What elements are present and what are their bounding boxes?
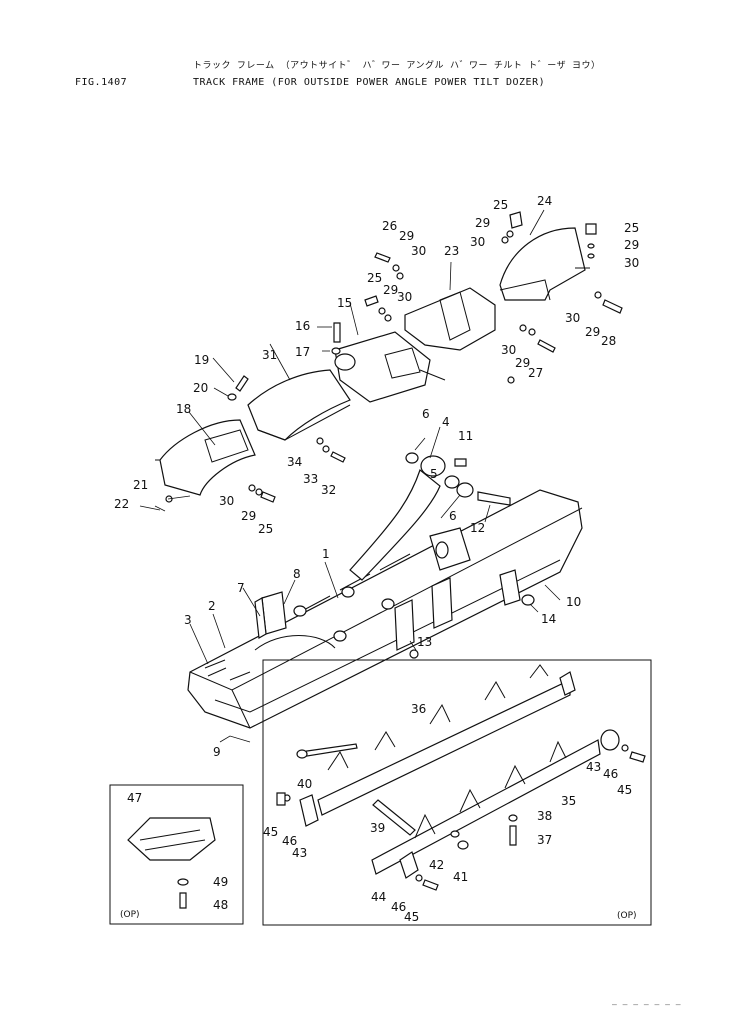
page-title: TRACK FRAME (FOR OUTSIDE POWER ANGLE POW… [193, 77, 546, 88]
callout-30f: 30 [565, 311, 580, 325]
callout-47: 47 [127, 791, 142, 805]
callout-33: 33 [303, 472, 318, 486]
callout-39: 39 [370, 821, 385, 835]
callout-6b: 6 [449, 509, 457, 523]
option-tag-inset: (OP) [120, 910, 140, 920]
callout-30c: 30 [411, 244, 426, 258]
callout-25a: 25 [493, 198, 508, 212]
callout-19: 19 [194, 353, 209, 367]
callout-labels: 1 2 3 4 5 6 6 7 8 9 10 11 12 13 14 15 16… [114, 194, 639, 924]
callout-31: 31 [262, 348, 277, 362]
callout-32: 32 [321, 483, 336, 497]
callout-21: 21 [133, 478, 148, 492]
figure-number: FIG.1407 [75, 77, 128, 88]
callout-30d: 30 [397, 290, 412, 304]
japanese-title: トラック フレーム （アウトサイト゛ ハ゛ワー アングル ハ゛ワー チルト ト゛… [193, 61, 601, 71]
callout-46c: 46 [391, 900, 406, 914]
cover-24 [499, 227, 590, 301]
callout-45c: 45 [404, 910, 419, 924]
callout-29c: 29 [399, 229, 414, 243]
callout-29g: 29 [241, 509, 256, 523]
track-guard-35 [371, 739, 601, 875]
callout-34: 34 [287, 455, 302, 469]
guard-bolt-40 [296, 743, 358, 759]
callout-9: 9 [213, 745, 221, 759]
callout-6a: 6 [422, 407, 430, 421]
callout-20: 20 [193, 381, 208, 395]
callout-17: 17 [295, 345, 310, 359]
callout-43a: 43 [292, 846, 307, 860]
callout-16: 16 [295, 319, 310, 333]
callout-38: 38 [537, 809, 552, 823]
callout-25c: 25 [367, 271, 382, 285]
plate-43-right [600, 729, 620, 751]
hardware [165, 211, 646, 891]
callout-36: 36 [411, 702, 426, 716]
callout-35: 35 [561, 794, 576, 808]
cover-18 [155, 419, 256, 496]
callout-4: 4 [442, 415, 450, 429]
callout-30b: 30 [624, 256, 639, 270]
callout-48: 48 [213, 898, 228, 912]
pin-39 [372, 799, 416, 836]
callout-7: 7 [237, 581, 245, 595]
callout-2: 2 [208, 599, 216, 613]
cover-31 [247, 369, 351, 441]
callout-11: 11 [458, 429, 473, 443]
bracket-23 [404, 287, 496, 351]
callout-1: 1 [322, 547, 330, 561]
callout-25d: 25 [258, 522, 273, 536]
callout-37: 37 [537, 833, 552, 847]
callout-30a: 30 [470, 235, 485, 249]
callout-45a: 45 [263, 825, 278, 839]
callout-46b: 46 [603, 767, 618, 781]
plate-43-left [299, 794, 319, 827]
leader-lines [139, 209, 561, 743]
callout-45b: 45 [617, 783, 632, 797]
callout-49: 49 [213, 875, 228, 889]
callout-29b: 29 [624, 238, 639, 252]
washer-49 [177, 878, 189, 886]
callout-18: 18 [176, 402, 191, 416]
callout-23: 23 [444, 244, 459, 258]
callout-8: 8 [293, 567, 301, 581]
callout-25b: 25 [624, 221, 639, 235]
callout-22: 22 [114, 497, 129, 511]
callout-12: 12 [470, 521, 485, 535]
callout-27: 27 [528, 366, 543, 380]
callout-26: 26 [382, 219, 397, 233]
callout-13: 13 [417, 635, 432, 649]
track-guard-36 [317, 664, 576, 816]
callout-44: 44 [371, 890, 386, 904]
track-frame-1 [187, 489, 583, 729]
callout-29d: 29 [383, 283, 398, 297]
footer-code: — — — — — — — [612, 1000, 682, 1009]
option-tag-guards: (OP) [617, 911, 637, 921]
callout-46a: 46 [282, 834, 297, 848]
guard-option-box [262, 659, 652, 926]
callout-15: 15 [337, 296, 352, 310]
callout-14: 14 [541, 612, 556, 626]
callout-40: 40 [297, 777, 312, 791]
callout-3: 3 [184, 613, 192, 627]
callout-41: 41 [453, 870, 468, 884]
bolt-48 [179, 892, 187, 909]
callout-5: 5 [430, 467, 438, 481]
callout-10: 10 [566, 595, 581, 609]
callout-29a: 29 [475, 216, 490, 230]
callout-29f: 29 [585, 325, 600, 339]
callout-42: 42 [429, 858, 444, 872]
callout-24: 24 [537, 194, 552, 208]
support-arm-4 [349, 452, 511, 581]
callout-28: 28 [601, 334, 616, 348]
guard-47 [127, 817, 216, 861]
callout-30e: 30 [501, 343, 516, 357]
callout-30g: 30 [219, 494, 234, 508]
option-inset-box [109, 784, 244, 925]
bracket-15 [334, 331, 446, 403]
callout-43b: 43 [586, 760, 601, 774]
callout-29e: 29 [515, 356, 530, 370]
